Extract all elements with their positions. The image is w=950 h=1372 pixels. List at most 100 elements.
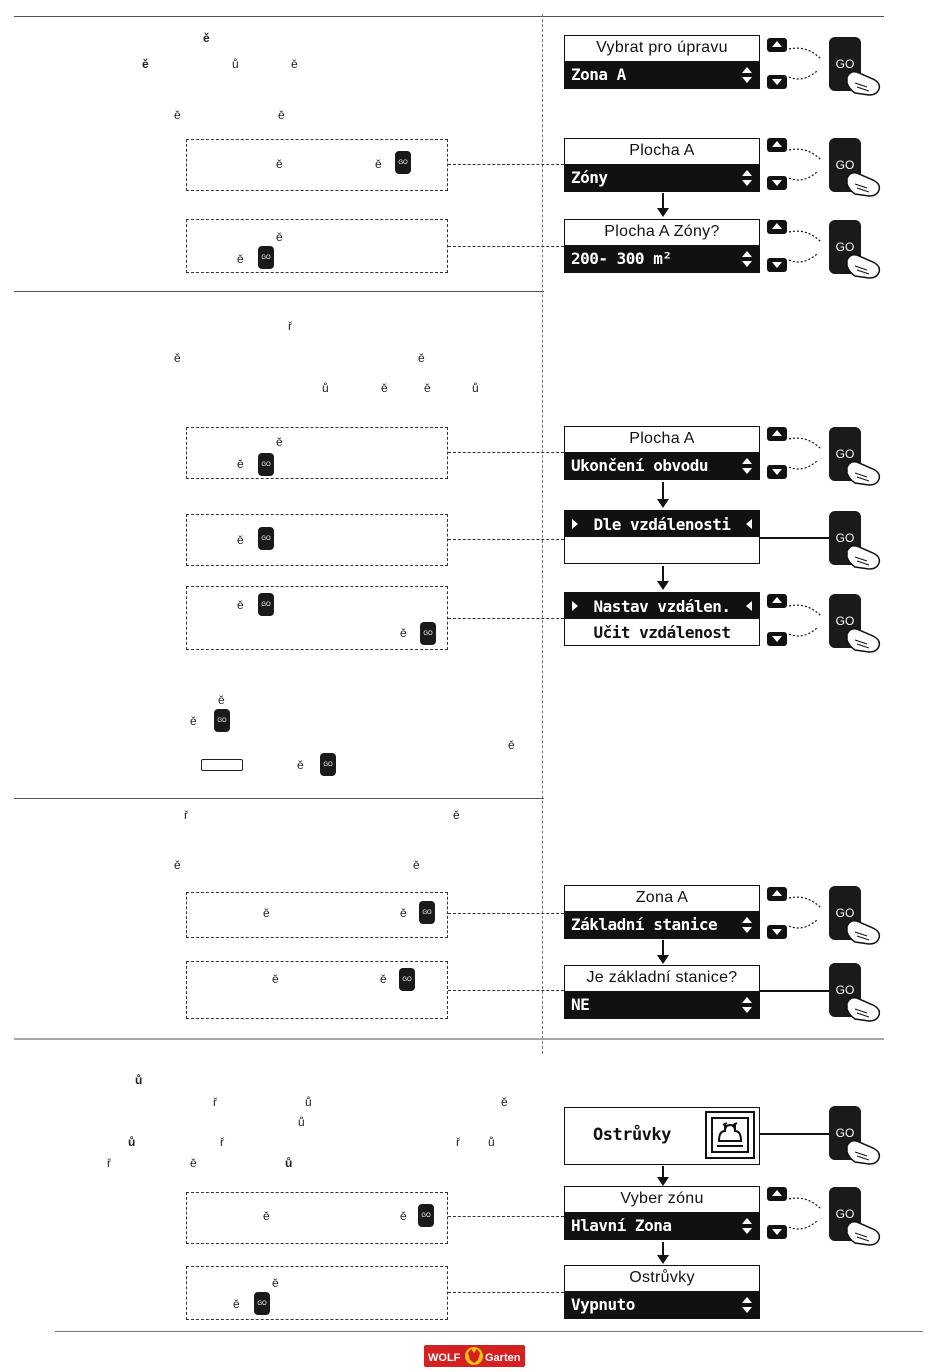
- go-button-icon: GO: [258, 246, 274, 269]
- footer-rule: [55, 1331, 923, 1332]
- screen-selection: Ukončení obvodu: [565, 452, 759, 479]
- screen-selection: Zona A: [565, 61, 759, 88]
- instruction-box: [186, 427, 448, 479]
- svg-text:GO: GO: [836, 1207, 855, 1221]
- screen-title: Zona A: [635, 888, 689, 906]
- go-button-icon: GO: [320, 753, 336, 776]
- go-button-icon: GO: [829, 963, 885, 1023]
- screen-title: Ostrůvky: [629, 1268, 695, 1286]
- lcd-screen: Ostrůvky Vypnuto: [564, 1265, 760, 1319]
- glyph: ů: [135, 1073, 143, 1087]
- separator: [14, 798, 544, 799]
- scroll-arrows-icon: [742, 917, 753, 933]
- lcd-screen: Vybrat pro úpravu Zona A: [564, 35, 760, 89]
- screen-option: Učit vzdálenost: [593, 622, 732, 642]
- glyph: ě: [276, 435, 283, 449]
- up-button-icon: [767, 887, 787, 901]
- glyph: ě: [203, 31, 210, 45]
- glyph: ě: [380, 972, 387, 986]
- svg-text:GO: GO: [836, 240, 855, 254]
- svg-text:GO: GO: [836, 531, 855, 545]
- glyph: ě: [263, 906, 270, 920]
- screen-title: Je základní stanice?: [586, 968, 738, 986]
- connector: [448, 246, 564, 247]
- up-button-icon: [767, 220, 787, 234]
- go-button-icon: GO: [258, 527, 274, 550]
- glyph: ě: [237, 598, 244, 612]
- glyph: ě: [218, 693, 225, 707]
- screen-title: Vyber zónu: [620, 1189, 704, 1207]
- rectangular-key-icon: [201, 759, 243, 771]
- down-button-icon: [767, 176, 787, 190]
- go-button-icon: GO: [788, 37, 885, 97]
- glyph: ř: [288, 319, 292, 333]
- glyph: ů: [298, 1115, 305, 1129]
- svg-text:GO: GO: [836, 57, 855, 71]
- go-button-icon: GO: [399, 968, 415, 991]
- glyph: ř: [184, 808, 188, 822]
- scroll-arrows-icon: [742, 1297, 753, 1313]
- screen-selection: Vypnuto: [565, 1291, 759, 1318]
- connector: [760, 1133, 832, 1135]
- glyph: ě: [190, 1156, 197, 1170]
- glyph: ř: [456, 1135, 460, 1149]
- screen-title: Plocha A Zóny?: [604, 222, 720, 240]
- go-button-icon: GO: [788, 427, 885, 487]
- screen-title: Plocha A: [629, 429, 695, 447]
- glyph: ě: [276, 157, 283, 171]
- glyph: ě: [508, 738, 515, 752]
- glyph: ě: [453, 808, 460, 822]
- glyph: ě: [291, 57, 298, 71]
- lcd-screen: Ostrůvky: [564, 1107, 760, 1165]
- go-button-icon: GO: [418, 1204, 434, 1227]
- glyph: ě: [413, 858, 420, 872]
- screen-title: Plocha A: [629, 141, 695, 159]
- go-button-icon: GO: [258, 593, 274, 616]
- logo-right-text: Garten: [485, 1352, 521, 1364]
- glyph: ě: [400, 1209, 407, 1223]
- go-button-icon: GO: [829, 511, 885, 571]
- up-button-icon: [767, 1187, 787, 1201]
- glyph: ě: [142, 57, 149, 71]
- glyph: ů: [128, 1135, 136, 1149]
- scroll-arrows-icon: [742, 67, 753, 83]
- connector: [760, 990, 832, 992]
- screen-selection: Zóny: [565, 164, 759, 191]
- lcd-screen: Plocha A Ukončení obvodu: [564, 426, 760, 480]
- lcd-screen: Dle vzdálenosti: [564, 510, 760, 564]
- glyph: ů: [285, 1156, 293, 1170]
- svg-text:GO: GO: [836, 1126, 855, 1140]
- glyph: ě: [190, 714, 197, 728]
- up-button-icon: [767, 594, 787, 608]
- screen-selection: 200- 300 m²: [565, 245, 759, 272]
- instruction-box: [186, 892, 448, 938]
- glyph: ě: [263, 1209, 270, 1223]
- scroll-arrows-icon: [742, 251, 753, 267]
- island-icon: [705, 1111, 755, 1159]
- glyph: ů: [322, 381, 329, 395]
- glyph: ů: [488, 1135, 495, 1149]
- go-button-icon: GO: [788, 886, 885, 946]
- connector: [448, 1292, 564, 1293]
- glyph: ě: [400, 626, 407, 640]
- glyph: ě: [237, 533, 244, 547]
- screen-label: Ostrůvky: [593, 1125, 671, 1145]
- connector: [448, 913, 564, 914]
- glyph: ř: [220, 1135, 224, 1149]
- glyph: ě: [375, 157, 382, 171]
- down-button-icon: [767, 632, 787, 646]
- scroll-arrows-icon: [742, 997, 753, 1013]
- screen-title: Vybrat pro úpravu: [596, 38, 728, 56]
- glyph: ů: [232, 57, 239, 71]
- lcd-screen: Plocha A Zóny? 200- 300 m²: [564, 219, 760, 273]
- instruction-box: [186, 219, 448, 273]
- scroll-arrows-icon: [742, 458, 753, 474]
- down-button-icon: [767, 75, 787, 89]
- glyph: ě: [174, 351, 181, 365]
- glyph: ě: [272, 1276, 279, 1290]
- instruction-box: [186, 139, 448, 191]
- glyph: ě: [174, 108, 181, 122]
- connector: [448, 618, 564, 619]
- instruction-box: [186, 514, 448, 566]
- svg-text:GO: GO: [836, 447, 855, 461]
